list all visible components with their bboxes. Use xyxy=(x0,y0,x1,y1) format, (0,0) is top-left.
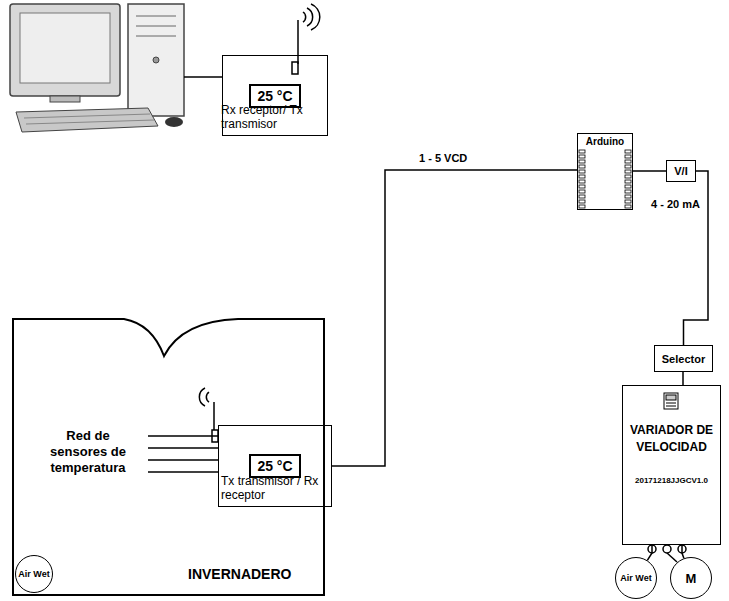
humidifier-circle: Air Wet xyxy=(15,555,53,593)
device-caption: Tx transmisor / Rx receptor xyxy=(221,474,325,502)
pin xyxy=(579,185,585,188)
device-caption: Rx receptor/ Tx transmisor xyxy=(221,103,321,131)
pin xyxy=(625,190,631,193)
pin xyxy=(579,200,585,203)
pin xyxy=(579,155,585,158)
pin xyxy=(579,180,585,183)
selector-name: Selector xyxy=(662,353,705,365)
pin xyxy=(625,195,631,198)
pin xyxy=(579,150,585,153)
selector-box: Selector xyxy=(654,345,713,372)
pin xyxy=(625,205,631,208)
humidifier-name: Air Wet xyxy=(18,569,49,579)
pin xyxy=(579,190,585,193)
signal-range-label: 1 - 5 VCD xyxy=(418,152,468,164)
pin xyxy=(579,170,585,173)
arduino-pins xyxy=(579,150,631,208)
converter-name: V/I xyxy=(674,165,687,177)
antenna-symbol xyxy=(292,4,320,74)
pin xyxy=(625,200,631,203)
signal-wire xyxy=(682,372,684,385)
pin xyxy=(625,150,631,153)
pin xyxy=(625,160,631,163)
sensor-network-label: Red de sensores de temperatura xyxy=(36,428,140,476)
greenhouse-name: INVERNADERO xyxy=(188,566,291,582)
drive-box: VARIADOR DE VELOCIDAD 20171218JJGCV1.0 xyxy=(622,385,721,545)
motor-circle: M xyxy=(670,557,712,599)
motor-letter: M xyxy=(686,571,697,586)
pin xyxy=(579,175,585,178)
signal-wire xyxy=(633,170,666,172)
pin xyxy=(579,195,585,198)
signal-wire xyxy=(682,545,684,558)
pin xyxy=(625,180,631,183)
computer-illustration xyxy=(10,4,222,132)
antenna-symbol xyxy=(199,388,218,442)
sensor-wires xyxy=(148,436,218,472)
greenhouse-outline-path xyxy=(13,319,324,595)
humidifier-name: Air Wet xyxy=(620,573,651,583)
drive-icon xyxy=(664,393,678,409)
pin xyxy=(625,185,631,188)
pin xyxy=(579,165,585,168)
transceiver-box: 25 °CRx receptor/ Tx transmisor xyxy=(222,55,328,136)
pin xyxy=(625,170,631,173)
pin xyxy=(579,205,585,208)
pin xyxy=(625,165,631,168)
pin xyxy=(625,155,631,158)
board-name: Arduino xyxy=(586,136,624,147)
signal-wire xyxy=(332,170,577,466)
signal-wire xyxy=(647,545,652,560)
drive-name: VARIADOR DE VELOCIDAD xyxy=(626,422,718,456)
pin xyxy=(625,175,631,178)
humidifier-circle: Air Wet xyxy=(615,557,657,599)
converter-box: V/I xyxy=(666,160,696,182)
pin xyxy=(579,160,585,163)
signal-range-label: 4 - 20 mA xyxy=(650,198,701,210)
drive-serial: 20171218JJGCV1.0 xyxy=(635,476,708,485)
transceiver-box: 25 °CTx transmisor / Rx receptor xyxy=(218,425,332,507)
arduino-board: Arduino xyxy=(577,133,633,210)
